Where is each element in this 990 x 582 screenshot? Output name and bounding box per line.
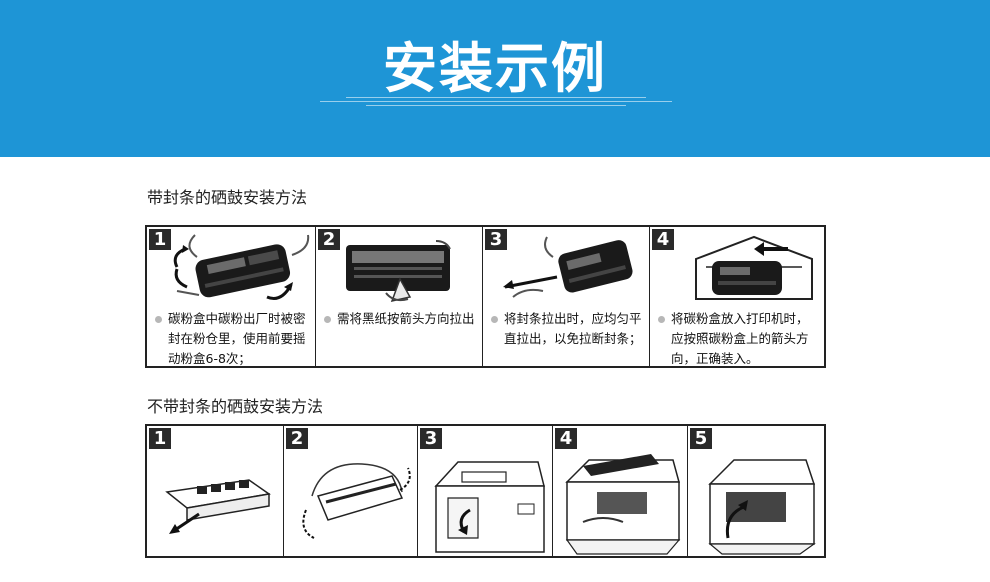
step-caption: 将封条拉出时，应均匀平直拉出，以免拉断封条； xyxy=(491,309,643,349)
unsealed-step-4: 4 xyxy=(553,426,688,556)
header-banner: 安装示例 xyxy=(0,0,990,157)
step-number: 3 xyxy=(420,428,442,449)
step-number: 5 xyxy=(690,428,712,449)
pull-seal-strip-illustration xyxy=(503,236,633,298)
bullet-icon xyxy=(155,316,162,323)
step-number: 4 xyxy=(652,229,674,250)
bullet-icon xyxy=(491,316,498,323)
unsealed-step-3: 3 xyxy=(418,426,553,556)
step-number: 3 xyxy=(485,229,507,250)
sealed-step-1: 1 碳粉盒中碳粉出厂时被密封在粉仓里，使用前要摇动粉盒6-8次； xyxy=(147,227,316,366)
shake-cartridge-illustration xyxy=(173,234,310,300)
pull-black-paper-illustration xyxy=(346,240,451,303)
insert-cartridge-illustration xyxy=(695,235,813,300)
bullet-icon xyxy=(324,316,331,323)
close-printer-cover-illustration xyxy=(708,459,816,555)
step-caption: 将碳粉盒放入打印机时，应按照碳粉盒上的箭头方向，正确装入。 xyxy=(658,309,818,369)
bullet-icon xyxy=(658,316,665,323)
rock-cartridge-illustration xyxy=(302,463,411,539)
decorative-lines xyxy=(320,97,672,111)
open-printer-cover-illustration xyxy=(434,461,545,553)
sealed-steps-panel: 1 碳粉盒中碳粉出厂时被密封在粉仓里，使用前要摇动粉盒6-8次； 2 需将黑纸按… xyxy=(145,225,826,368)
step-caption: 需将黑纸按箭头方向拉出 xyxy=(324,309,476,329)
step-caption: 碳粉盒中碳粉出厂时被密封在粉仓里，使用前要摇动粉盒6-8次； xyxy=(155,309,309,369)
section-title-unsealed: 不带封条的硒鼓安装方法 xyxy=(147,397,324,416)
step-number: 4 xyxy=(555,428,577,449)
step-number: 1 xyxy=(149,428,171,449)
step-number: 2 xyxy=(286,428,308,449)
section-title-sealed: 带封条的硒鼓安装方法 xyxy=(147,188,308,207)
unsealed-step-2: 2 xyxy=(284,426,418,556)
remove-packaging-illustration xyxy=(165,479,271,534)
sealed-step-3: 3 将封条拉出时，应均匀平直拉出，以免拉断封条； xyxy=(483,227,650,366)
step-number: 1 xyxy=(149,229,171,250)
unsealed-step-5: 5 xyxy=(688,426,824,556)
insert-into-printer-illustration xyxy=(565,454,681,555)
unsealed-step-1: 1 xyxy=(147,426,284,556)
page-title: 安装示例 xyxy=(383,37,607,100)
sealed-step-2: 2 需将黑纸按箭头方向拉出 xyxy=(316,227,483,366)
unsealed-steps-panel: 1 2 3 xyxy=(145,424,826,558)
sealed-step-4: 4 将碳粉盒放入打印机时，应按照碳粉盒上的箭头方向，正确装入。 xyxy=(650,227,824,366)
step-number: 2 xyxy=(318,229,340,250)
